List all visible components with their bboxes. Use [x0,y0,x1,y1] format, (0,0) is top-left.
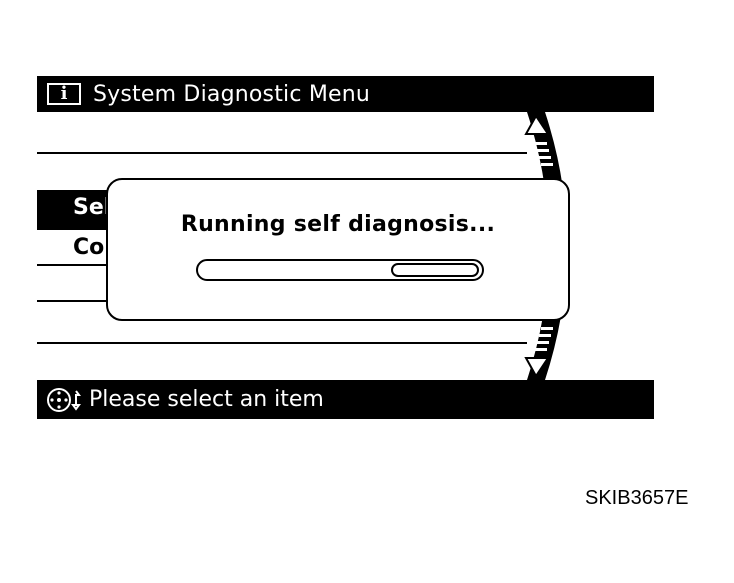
scroll-up-arrow-icon[interactable] [524,114,550,135]
progress-bar [196,259,484,281]
list-item[interactable] [37,112,527,148]
dialog-message: Running self diagnosis... [180,212,496,237]
status-text: Please select an item [89,387,324,412]
figure-code: SKIB3657E [585,487,689,509]
status-bar: Please select an item [37,380,654,419]
window-title: System Diagnostic Menu [93,81,371,107]
scroll-down-arrow-icon[interactable] [524,357,550,378]
title-bar: i System Diagnostic Menu [37,76,654,112]
list-item [37,342,527,378]
progress-remaining [391,263,479,277]
scrollbar-ticks [535,142,553,351]
joystick-icon [47,387,81,412]
info-icon: i [47,83,81,105]
list-item-label: Co [73,235,105,260]
progress-dialog: Running self diagnosis... [106,178,570,321]
list-item-label: Sel [73,195,112,220]
